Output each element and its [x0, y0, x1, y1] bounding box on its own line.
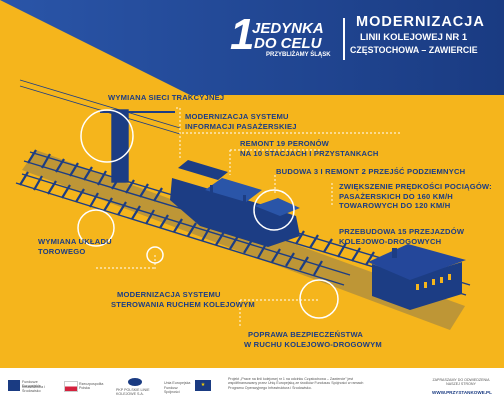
- label-predkosc-3: TOWAROWYCH DO 120 KM/H: [339, 201, 451, 210]
- footer-logo4-text: Unia Europejska: [164, 381, 191, 385]
- road-crossing: [255, 198, 300, 216]
- eu-flag-icon: ★: [195, 380, 211, 391]
- header-title-2: LINII KOLEJOWEJ NR 1: [360, 32, 468, 43]
- footer-logo-rp: Rzeczpospolita Polska: [64, 378, 108, 394]
- label-remont-peronow-1: REMONT 19 PERONÓW: [240, 139, 330, 148]
- label-modernizacja-info: MODERNIZACJA SYSTEMU INFORMACJI PASAŻERS…: [185, 112, 297, 131]
- header-divider: [343, 18, 345, 60]
- footer-text: Projekt „Prace na linii kolejowej nr 1 n…: [228, 377, 364, 390]
- footer-logo-ue: Unia Europejska Fundusz Spójności ★: [164, 378, 214, 394]
- label-budowa-przejsc: BUDOWA 3 I REMONT 2 PRZEJŚĆ PODZIEMNYCH: [276, 167, 466, 176]
- logo-docelu: DO CELU: [254, 35, 322, 52]
- label-predkosc-1: ZWIĘKSZENIE PRĘDKOŚCI POCIĄGÓW:: [339, 182, 492, 191]
- footer-url[interactable]: WWW.PRZYSTANKOWE.PL: [432, 390, 492, 395]
- header-title-1: MODERNIZACJA: [356, 14, 485, 30]
- footer-logo1-sub: Infrastruktura i Środowisko: [22, 385, 45, 394]
- logo-digit: 1: [230, 10, 255, 59]
- label-remont-peronow-2: NA 10 STACJACH I PRZYSTANKACH: [240, 148, 379, 158]
- footer-logo-fe: Fundusze Europejskie Infrastruktura i Śr…: [8, 378, 56, 394]
- illustration: [0, 0, 504, 330]
- label-predkosc-2: PASAŻERSKICH DO 160 KM/H: [339, 191, 453, 201]
- pkp-icon: [128, 378, 142, 386]
- label-wymiana-ukladu-2: TOROWEGO: [38, 246, 86, 256]
- label-modernizacja-info-1: MODERNIZACJA SYSTEMU: [185, 112, 289, 121]
- flag-icon: [64, 381, 78, 392]
- label-modernizacja-info-2: INFORMACJI PASAŻERSKIEJ: [185, 121, 297, 131]
- label-sterowanie-2: STEROWANIA RUCHEM KOLEJOWYM: [111, 299, 255, 309]
- footer-logo1-text: Fundusze Europejskie: [22, 380, 41, 389]
- leader-lines: [96, 107, 400, 326]
- fe-icon: [8, 380, 20, 391]
- footer-logo4-sub: Fundusz Spójności: [164, 386, 180, 395]
- platform: [170, 160, 300, 247]
- small-sign: [214, 200, 220, 208]
- logo-tagline: PRZYBLIŻAMY ŚLĄSK: [266, 52, 331, 58]
- track-lower: [15, 171, 351, 286]
- label-przebudowa-1: PRZEBUDOWA 15 PRZEJAZDÓW: [339, 227, 465, 236]
- footer-logo3-text: PKP POLSKIE LINIE KOLEJOWE S.A.: [116, 388, 150, 397]
- label-wymiana-ukladu: WYMIANA UKŁADU TOROWEGO: [38, 237, 112, 256]
- station-building: [368, 244, 466, 310]
- label-bezpieczenstwo-1: POPRAWA BEZPIECZEŃSTWA: [248, 330, 364, 339]
- footer-right-text: ZAPRASZAMY DO ODWIEDZENIA NASZEJ STRONY: [432, 378, 490, 387]
- header-title-3: CZĘSTOCHOWA – ZAWIERCIE: [350, 45, 478, 55]
- label-remont-peronow: REMONT 19 PERONÓW NA 10 STACJACH I PRZYS…: [240, 139, 379, 158]
- label-sterowanie-1: MODERNIZACJA SYSTEMU: [117, 290, 221, 299]
- label-wymiana-ukladu-1: WYMIANA UKŁADU: [38, 237, 112, 246]
- label-wymiana-sieci: WYMIANA SIECI TRAKCYJNEJ: [108, 93, 225, 102]
- label-przebudowa-2: KOLEJOWO-DROGOWYCH: [339, 236, 442, 246]
- logo: 1 JEDYNKA DO CELU PRZYBLIŻAMY ŚLĄSK: [230, 10, 338, 64]
- catenary-pole: [19, 79, 181, 183]
- label-predkosc: ZWIĘKSZENIE PRĘDKOŚCI POCIĄGÓW: PASAŻERS…: [339, 182, 492, 211]
- logo-jedynka: JEDYNKA: [252, 20, 324, 37]
- header-band: [0, 0, 504, 95]
- label-sterowanie: MODERNIZACJA SYSTEMU STEROWANIA RUCHEM K…: [111, 290, 255, 309]
- footer-logo-pkp: PKP POLSKIE LINIE KOLEJOWE S.A.: [116, 378, 156, 397]
- footer: [0, 368, 504, 403]
- callout-circles: [77, 109, 339, 319]
- label-bezpieczenstwo: POPRAWA BEZPIECZEŃSTWA W RUCHU KOLEJOWO-…: [244, 330, 382, 349]
- footer-logo2-text: Rzeczpospolita Polska: [79, 382, 104, 391]
- label-bezpieczenstwo-2: W RUCHU KOLEJOWO-DROGOWYM: [244, 339, 382, 349]
- label-przebudowa: PRZEBUDOWA 15 PRZEJAZDÓW KOLEJOWO-DROGOW…: [339, 227, 464, 246]
